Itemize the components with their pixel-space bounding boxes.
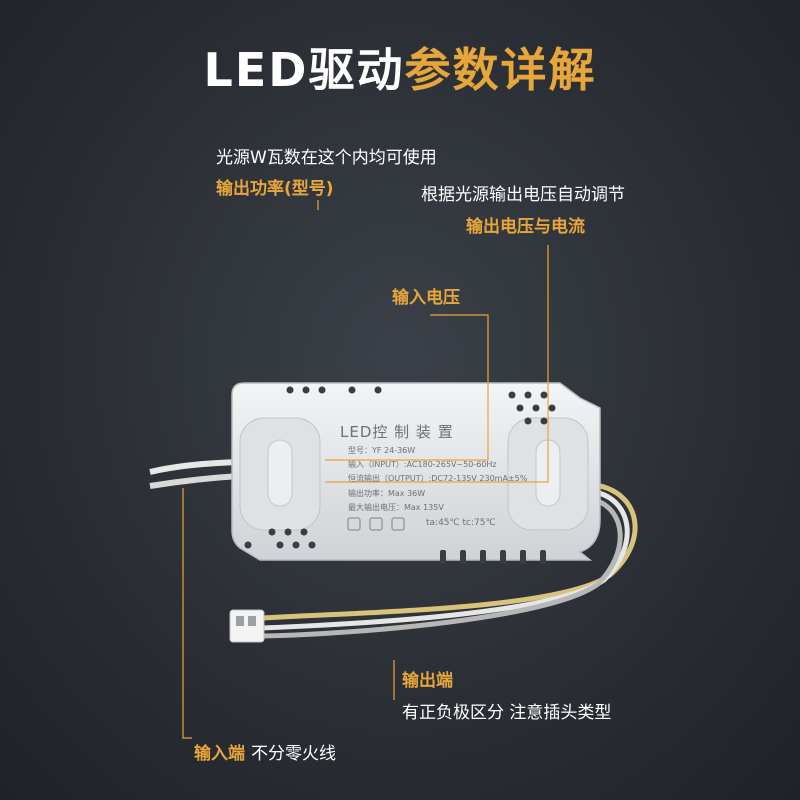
device-temperature: ta:45℃ tc:75℃ — [426, 518, 496, 528]
device-model: 型号：YF 24-36W — [348, 446, 416, 455]
input-end-label: 输入端不分零火线 — [194, 743, 336, 765]
output-end-description: 有正负极区分 注意插头类型 — [402, 703, 612, 723]
output-connector — [229, 609, 265, 643]
input-voltage-label: 输入电压 — [392, 288, 460, 308]
device-output-spec: 恒流输出（OUTPUT）:DC72-135V 230mA±5% — [348, 474, 528, 483]
input-end-title: 输入端 — [194, 744, 245, 764]
driver-box — [231, 382, 601, 564]
device-heading: LED控 制 装 置 — [340, 423, 454, 441]
output-wires — [261, 482, 638, 639]
device-input-spec: 输入（INPUT）:AC180-265V~50-60Hz — [348, 460, 497, 469]
output-voltage-current-label: 输出电压与电流 — [466, 217, 585, 237]
power-label: 输出功率(型号) — [216, 179, 334, 199]
input-end-description: 不分零火线 — [251, 744, 336, 764]
output-description: 根据光源输出电压自动调节 — [421, 185, 625, 205]
title-part-white: LED驱动 — [203, 43, 405, 97]
title-part-gold: 参数详解 — [404, 43, 597, 97]
power-description: 光源W瓦数在这个内均可使用 — [216, 148, 437, 168]
output-end-label: 输出端 — [402, 671, 453, 691]
device-power-spec: 输出功率：Max 36W — [348, 489, 426, 498]
page-title: LED驱动参数详解 — [0, 40, 800, 100]
device-max-voltage: 最大输出电压：Max 135V — [348, 503, 444, 512]
annotation-lines — [182, 245, 549, 739]
input-wires — [149, 459, 241, 489]
